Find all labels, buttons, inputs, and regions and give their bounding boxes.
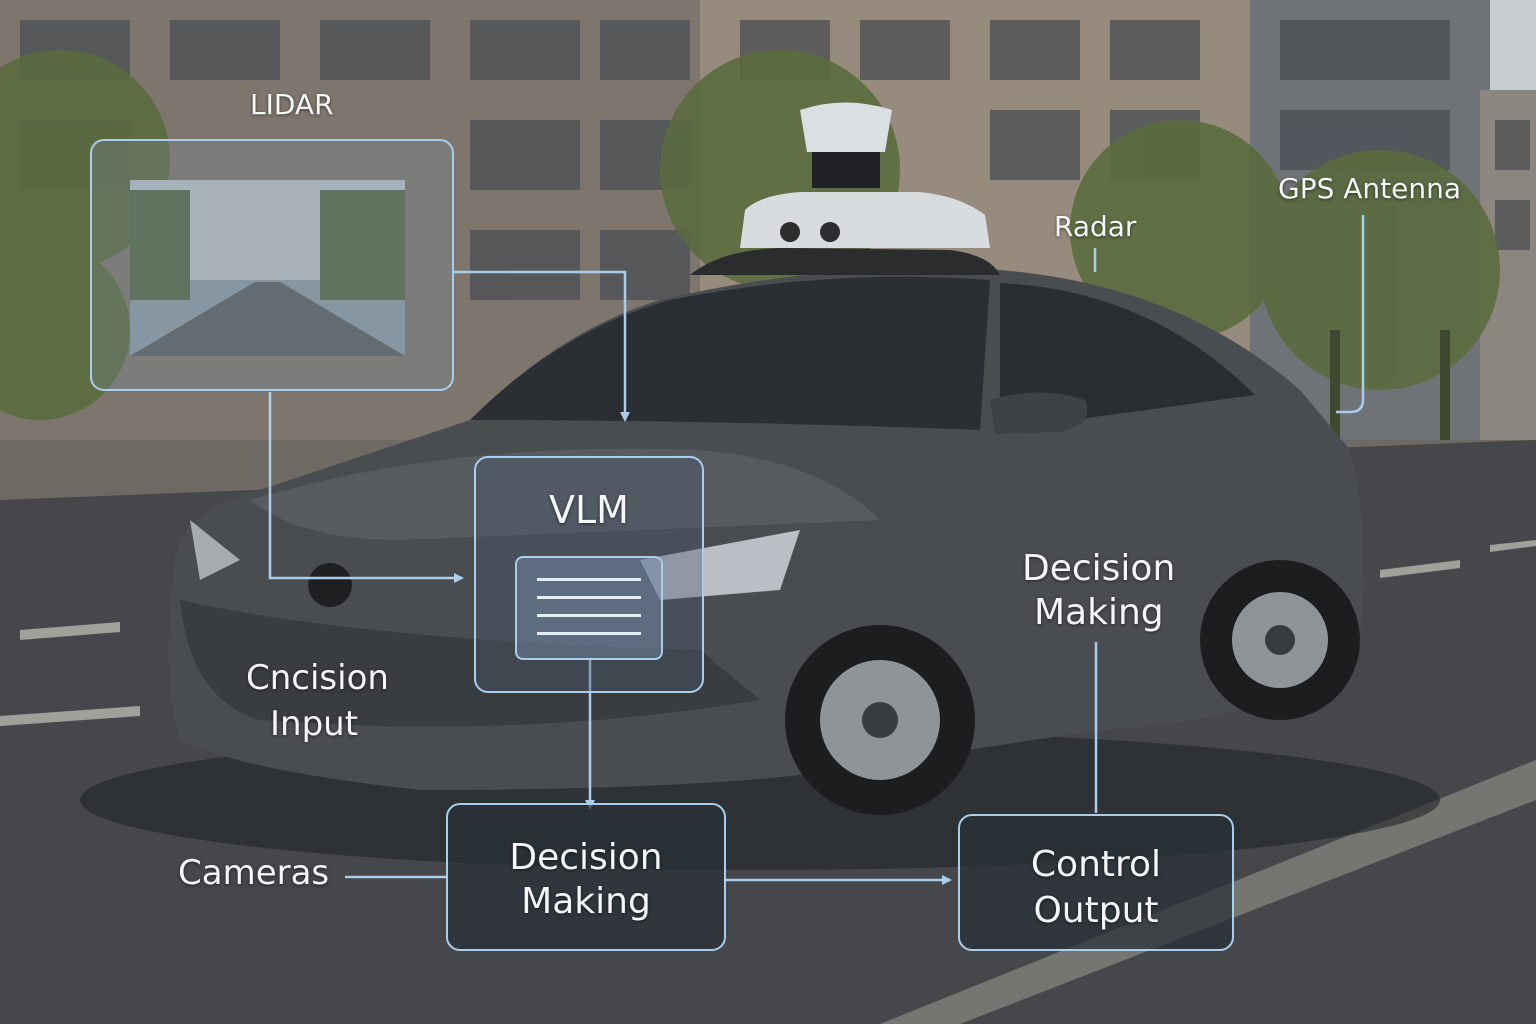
side-decision-making-line2: Making bbox=[1034, 592, 1164, 633]
vlm-box: VLM bbox=[474, 456, 704, 693]
control-output-line1: Control bbox=[1030, 844, 1162, 885]
lidar-panel bbox=[90, 139, 454, 391]
cncision-input-label-line2: Input bbox=[270, 704, 359, 744]
cameras-label: Cameras bbox=[178, 853, 330, 893]
decision-making-line1: Decision bbox=[509, 837, 663, 878]
side-decision-making-line1: Decision bbox=[1022, 548, 1176, 589]
control-output-box: Control Output bbox=[958, 814, 1234, 951]
vlm-document-icon bbox=[515, 556, 663, 660]
gps-antenna-label: GPS Antenna bbox=[1278, 172, 1462, 205]
control-output-line2: Output bbox=[1033, 890, 1159, 931]
lidar-label: LIDAR bbox=[250, 88, 334, 121]
vlm-title: VLM bbox=[549, 488, 629, 532]
radar-label: Radar bbox=[1054, 210, 1137, 243]
decision-making-line2: Making bbox=[521, 881, 651, 922]
decision-making-box: Decision Making bbox=[446, 803, 726, 951]
cncision-input-label-line1: Cncision bbox=[246, 658, 389, 698]
